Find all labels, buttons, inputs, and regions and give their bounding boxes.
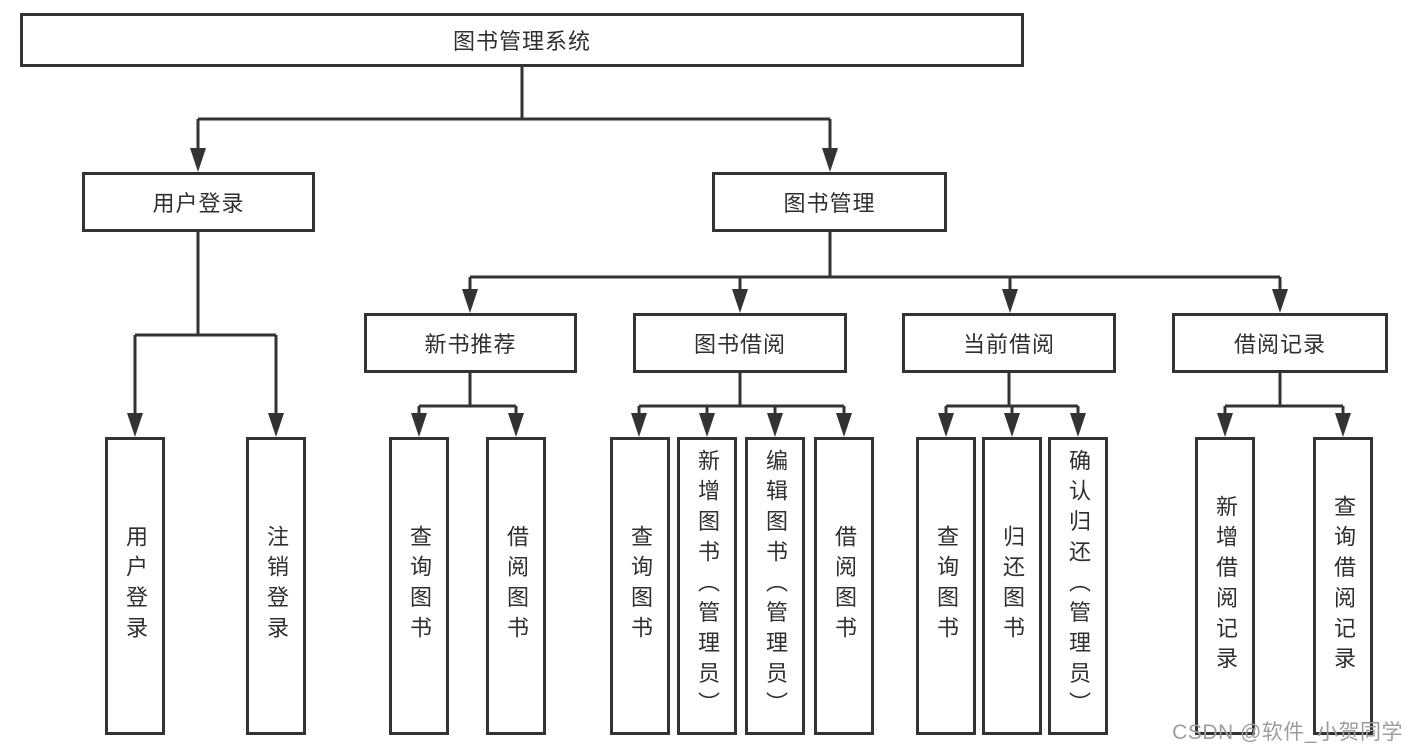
leaf-borrow-books-recommend: 借阅图书: [486, 437, 546, 735]
leaf-query-books-current: 查询图书: [916, 437, 976, 735]
leaf-query-borrow-record: 查询借阅记录: [1313, 437, 1373, 735]
leaf-logout: 注销登录: [246, 437, 306, 735]
node-user-login: 用户登录: [82, 172, 315, 232]
leaf-query-books-recommend: 查询图书: [389, 437, 449, 735]
leaf-return-books: 归还图书: [982, 437, 1042, 735]
leaf-user-login: 用户登录: [105, 437, 165, 735]
leaf-borrow-books-borrowing: 借阅图书: [814, 437, 874, 735]
node-borrowing-records: 借阅记录: [1172, 313, 1388, 373]
leaf-add-borrow-record: 新增借阅记录: [1195, 437, 1255, 735]
watermark: CSDN @软件_小贺同学: [1172, 721, 1403, 744]
node-book-borrowing: 图书借阅: [633, 313, 847, 373]
node-book-management: 图书管理: [712, 172, 947, 232]
node-root: 图书管理系统: [20, 13, 1024, 67]
arrowheads: [127, 148, 1351, 437]
leaf-edit-book-admin: 编辑图书（管理员）: [745, 437, 805, 735]
connector-path: [133, 67, 1345, 417]
leaf-confirm-return-admin: 确认归还（管理员）: [1048, 437, 1108, 735]
node-current-borrowing: 当前借阅: [902, 313, 1116, 373]
node-new-book-recommend: 新书推荐: [364, 313, 577, 373]
leaf-add-book-admin: 新增图书（管理员）: [677, 437, 737, 735]
leaf-query-books-borrowing: 查询图书: [610, 437, 670, 735]
